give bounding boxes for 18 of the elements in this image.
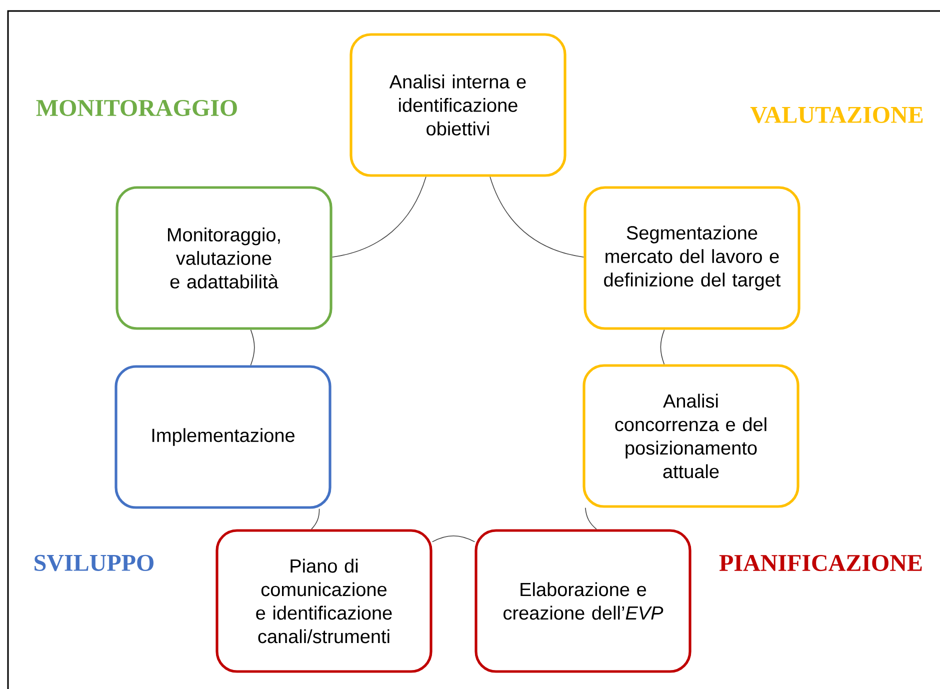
connector-arc	[311, 508, 320, 530]
connector-arc	[332, 176, 426, 258]
phase-label: MONITORAGGIO	[36, 100, 237, 116]
process-box: Monitoraggio, valutazione e adattabilità	[116, 186, 332, 330]
process-box: Segmentazione mercato del lavoro e definizione del target	[584, 186, 800, 330]
connector-arc	[490, 176, 584, 258]
process-box: Analisi interna e identificazione obiettivi	[350, 33, 566, 177]
phase-label: VALUTAZIONE	[750, 106, 923, 124]
process-box: Piano di comunicazione e identificazione canali/strumenti	[216, 529, 432, 673]
phase-label: PIANIFICAZIONE	[719, 554, 922, 572]
connector-arc	[432, 535, 476, 542]
connector-arc	[585, 507, 597, 530]
process-box: Elaborazione e creazione dell’EVP	[474, 529, 692, 673]
process-box: Analisi concorrenza e del posizionamento attuale	[582, 364, 800, 508]
phase-label: SVILUPPO	[34, 554, 154, 572]
connector-arc	[250, 329, 255, 366]
process-box: Implementazione	[114, 365, 332, 509]
connector-arc	[660, 329, 665, 365]
